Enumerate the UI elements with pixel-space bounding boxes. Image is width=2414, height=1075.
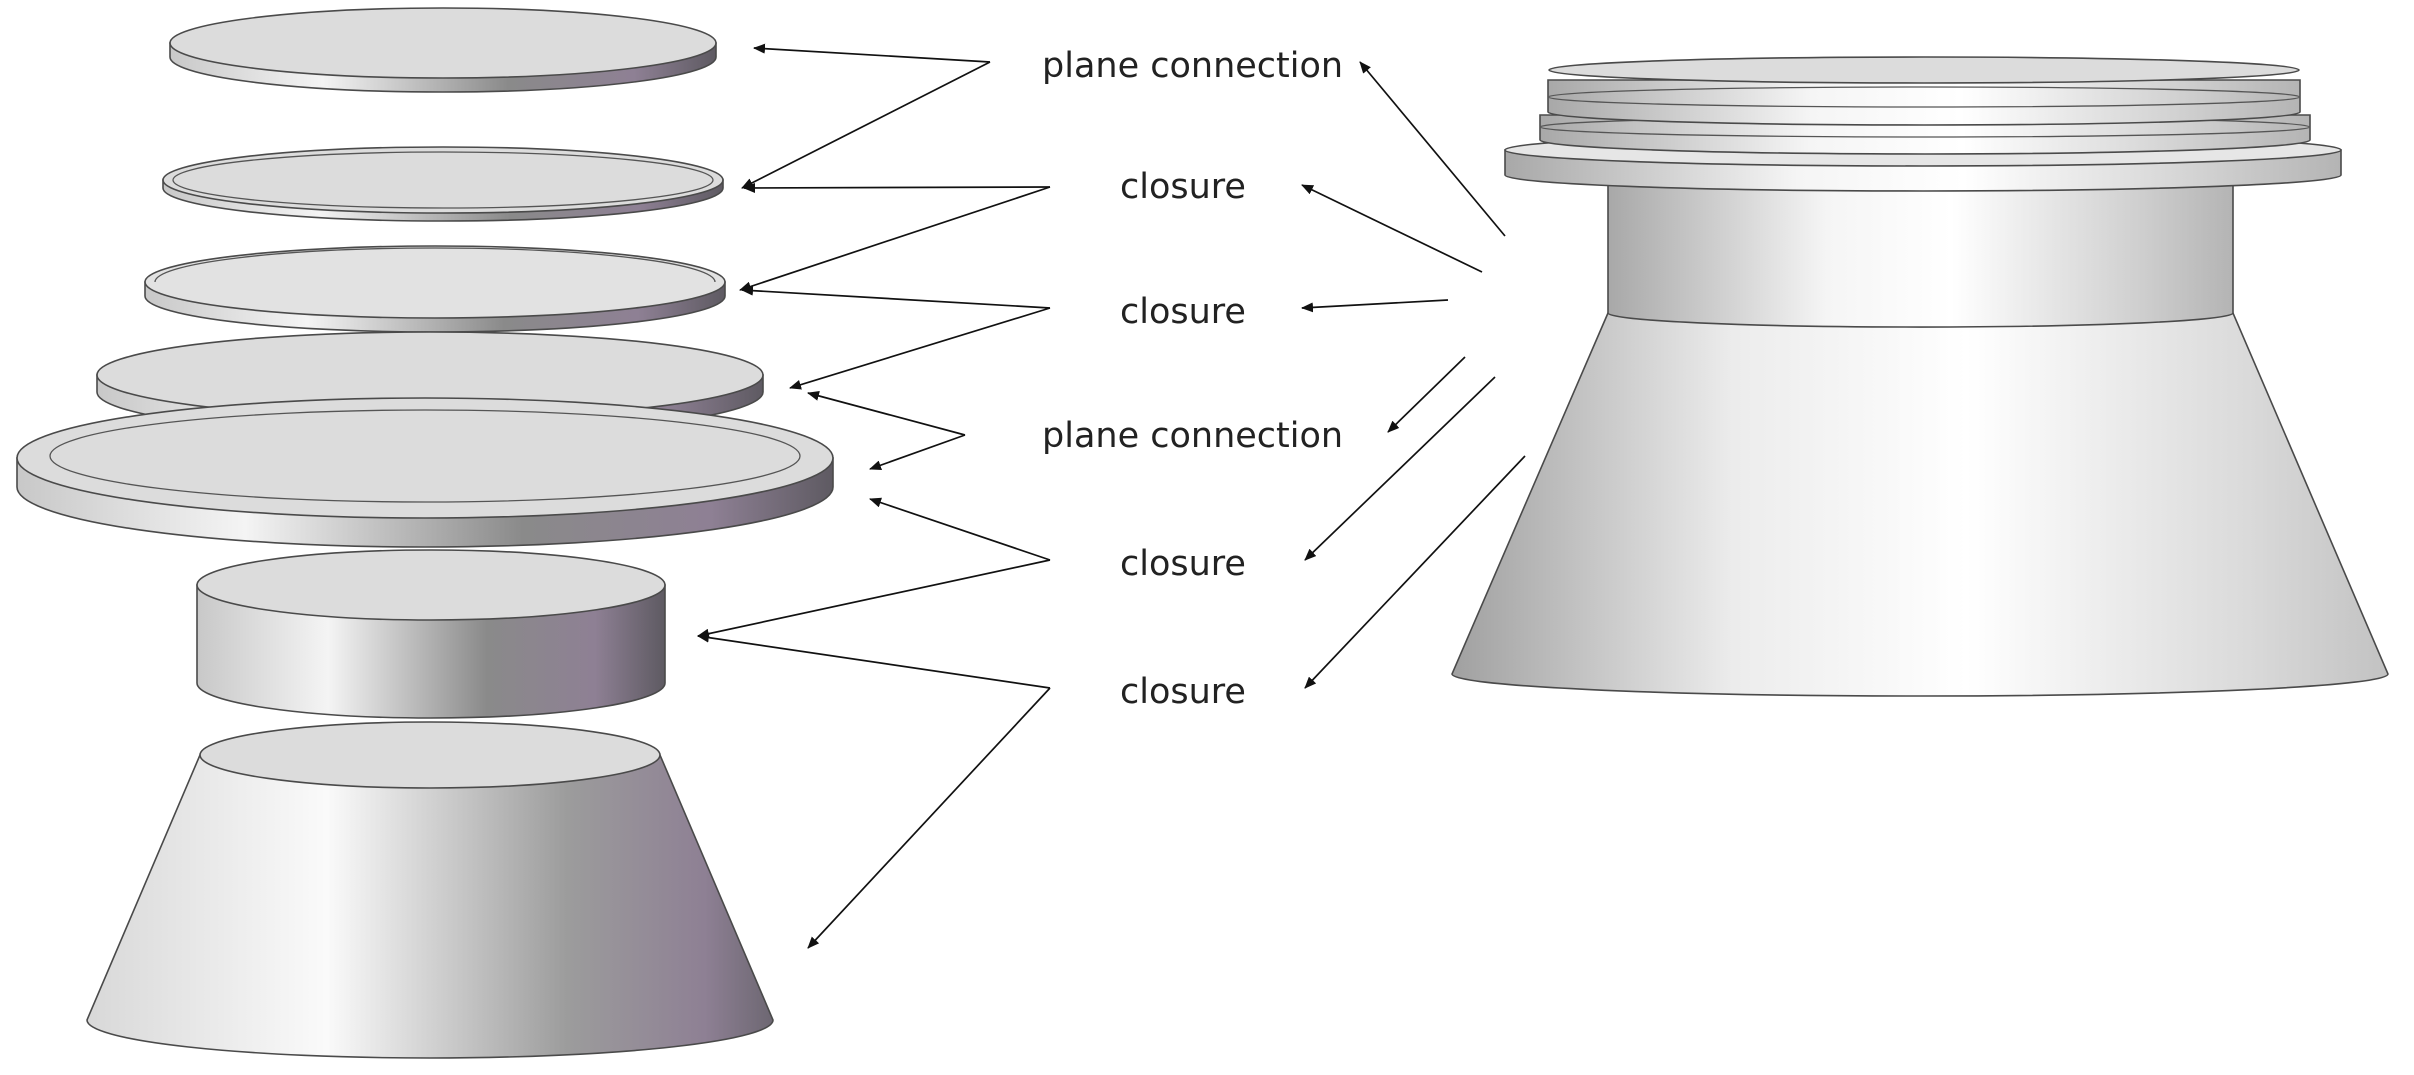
label-closure-2: closure (1120, 292, 1246, 332)
leader-arrows-left (697, 43, 1051, 949)
arrow-closure-to-plate (789, 307, 1051, 390)
arrow-closure-to-cylinder-2 (697, 632, 1051, 689)
large-flange-ring (16, 397, 834, 548)
arrow-assembly-to-closure-4 (1304, 455, 1526, 689)
leader-arrows-right (1301, 61, 1526, 689)
label-plane-connection-2: plane connection (1042, 416, 1343, 456)
arrow-closure-to-disc-1 (743, 182, 1051, 193)
arrow-closure-to-cylinder (697, 559, 1051, 639)
label-closure-3: closure (1120, 544, 1246, 584)
label-plane-connection-1: plane connection (1042, 46, 1343, 86)
arrow-assembly-to-plane-connection-2 (1387, 356, 1466, 433)
arrow-plane-connection-to-plate (807, 391, 966, 436)
labels: plane connection closure closure plane c… (1042, 46, 1343, 712)
assembled-part (1451, 56, 2389, 697)
label-closure-4: closure (1120, 672, 1246, 712)
arrow-assembly-to-closure-2 (1301, 299, 1449, 313)
closure-disc-2 (144, 245, 726, 333)
arrow-assembly-to-closure-3 (1304, 376, 1496, 561)
top-plate (169, 7, 717, 93)
arrow-closure-to-disc-2a (739, 186, 1051, 292)
arrow-plane-connection-to-top-plate (753, 43, 991, 63)
arrow-plane-connection-to-closure-disc (741, 61, 991, 189)
arrow-assembly-to-closure-1 (1301, 184, 1483, 273)
arrow-closure-to-flange (869, 497, 1051, 561)
arrow-closure-to-cone (807, 687, 1051, 949)
label-closure-1: closure (1120, 167, 1246, 207)
arrow-closure-to-disc-2b (741, 285, 1051, 309)
closure-disc-1 (162, 146, 724, 222)
arrow-assembly-to-plane-connection (1359, 61, 1506, 237)
cylinder-block (196, 549, 666, 719)
arrow-plane-connection-to-flange (869, 434, 966, 471)
cone-base (86, 721, 774, 1059)
exploded-stack (16, 7, 834, 1059)
